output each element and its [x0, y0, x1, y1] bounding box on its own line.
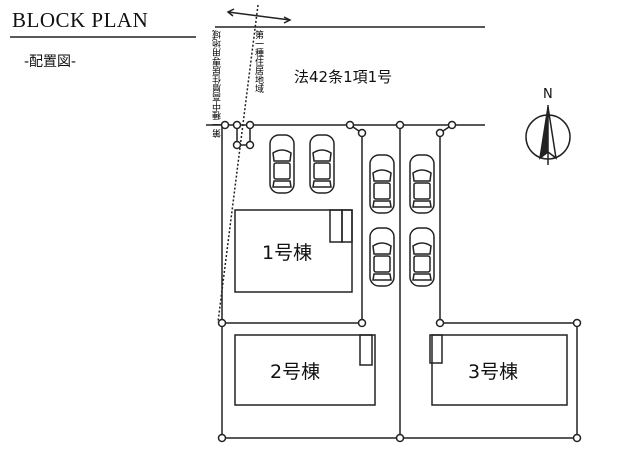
car-icon: [269, 134, 295, 194]
car-icon: [369, 154, 395, 214]
zone-label-left: 第一種中高層住居専用地域: [213, 30, 223, 138]
building-2: [234, 334, 376, 406]
building-1: [234, 209, 353, 293]
car-icon: [369, 227, 395, 287]
page-title: BLOCK PLAN: [12, 8, 149, 32]
page-subtitle: -配置図-: [24, 54, 77, 70]
lot-boundaries: [221, 124, 578, 439]
boundary-markers: [217, 120, 582, 443]
car-icon: [409, 227, 435, 287]
building-1-label: 1号棟: [262, 242, 313, 264]
zone-label-right: 第一種住居地域: [253, 30, 263, 93]
building-2-label: 2号棟: [270, 361, 321, 383]
zone-boundary: [217, 4, 259, 323]
car-icon: [309, 134, 335, 194]
zone-arrow: [226, 8, 292, 24]
building-3: [431, 334, 568, 406]
car-icon: [409, 154, 435, 214]
road-label: 法42条1項1号: [294, 68, 393, 86]
building-3-label: 3号棟: [468, 361, 519, 383]
north-label: N: [543, 87, 553, 102]
north-arrow-icon: [525, 105, 571, 165]
